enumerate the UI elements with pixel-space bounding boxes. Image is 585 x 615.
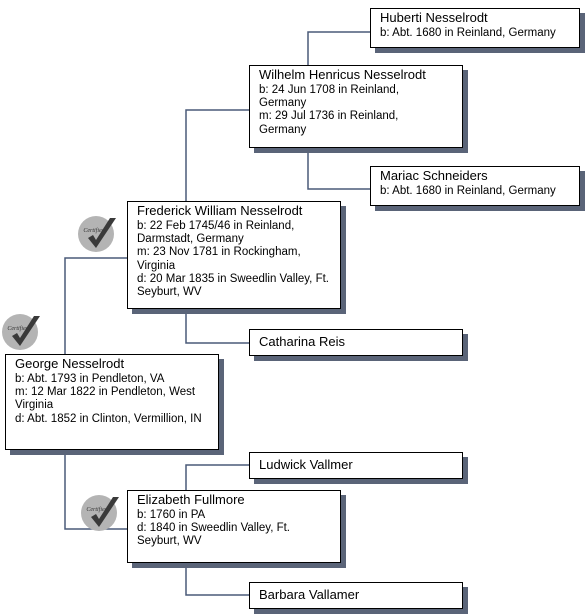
marriage-fact: m: 23 Nov 1781 in Rockingham, Virginia: [137, 246, 301, 272]
marriage-fact: m: 12 Mar 1822 in Pendleton, West Virgin…: [15, 386, 196, 412]
person-facts: b: Abt. 1793 in Pendleton, VA m: 12 Mar …: [15, 373, 220, 426]
connector-frederick-father: [185, 109, 249, 201]
certified-badge-icon: Certified: [81, 495, 119, 531]
connector-elizabeth-mother: [185, 568, 249, 596]
badge-label: Certified: [7, 325, 29, 332]
person-box-wilhelm[interactable]: Wilhelm Henricus Nesselrodt b: 24 Jun 17…: [249, 65, 463, 148]
person-facts: b: Abt. 1680 in Reinland, Germany: [380, 185, 585, 198]
badge-circle: [2, 314, 38, 350]
certified-badge-icon: Certified: [78, 216, 116, 252]
person-box-george[interactable]: George Nesselrodt b: Abt. 1793 in Pendle…: [5, 354, 219, 450]
person-box-catharina[interactable]: Catharina Reis: [249, 329, 463, 356]
check-mark: [12, 316, 40, 346]
connector-george-father: [64, 257, 127, 354]
person-name: Elizabeth Fullmore: [137, 492, 245, 507]
person-facts: b: 24 Jun 1708 in Reinland, Germany m: 2…: [259, 84, 434, 137]
certified-badge-icon: Certified: [2, 314, 40, 350]
person-box-elizabeth[interactable]: Elizabeth Fullmore b: 1760 in PA d: 1840…: [127, 490, 341, 563]
badge-label: Certified: [86, 506, 108, 513]
birth-fact: b: Abt. 1680 in Reinland, Germany: [380, 185, 556, 197]
person-name: Catharina Reis: [259, 334, 345, 349]
birth-fact: b: Abt. 1680 in Reinland, Germany: [380, 27, 556, 39]
badge-circle: [81, 495, 117, 531]
death-fact: d: Abt. 1852 in Clinton, Vermillion, IN: [15, 412, 202, 425]
person-name: George Nesselrodt: [15, 356, 125, 371]
connector-wilhelm-mother: [307, 148, 370, 190]
person-box-barbara[interactable]: Barbara Vallamer: [249, 582, 463, 609]
person-name: Ludwick Vallmer: [259, 457, 353, 472]
death-fact: d: 20 Mar 1835 in Sweedlin Valley, Ft. S…: [137, 272, 329, 299]
birth-fact: b: 22 Feb 1745/46 in Reinland, Darmstadt…: [137, 220, 295, 246]
check-mark: [88, 218, 116, 248]
person-name: Wilhelm Henricus Nesselrodt: [259, 67, 426, 82]
birth-fact: b: 24 Jun 1708 in Reinland, Germany: [259, 84, 400, 110]
person-name: Mariac Schneiders: [380, 168, 488, 183]
connector-wilhelm-father: [307, 31, 370, 65]
badge-circle: [78, 216, 114, 252]
birth-fact: b: 1760 in PA: [137, 509, 206, 521]
person-facts: b: 22 Feb 1745/46 in Reinland, Darmstadt…: [137, 220, 339, 299]
person-box-ludwick[interactable]: Ludwick Vallmer: [249, 452, 463, 479]
person-name: Frederick William Nesselrodt: [137, 203, 303, 218]
connector-elizabeth-father: [185, 464, 249, 490]
marriage-fact: m: 29 Jul 1736 in Reinland, Germany: [259, 110, 399, 136]
connector-frederick-mother: [185, 314, 249, 344]
person-facts: b: 1760 in PA d: 1840 in Sweedlin Valley…: [137, 509, 332, 549]
person-box-frederick[interactable]: Frederick William Nesselrodt b: 22 Feb 1…: [127, 201, 341, 309]
person-box-huberti[interactable]: Huberti Nesselrodt b: Abt. 1680 in Reinl…: [370, 8, 580, 48]
check-mark: [91, 497, 119, 527]
person-name: Huberti Nesselrodt: [380, 10, 488, 25]
person-name: Barbara Vallamer: [259, 587, 360, 602]
badge-label: Certified: [83, 227, 105, 234]
death-fact: d: 1840 in Sweedlin Valley, Ft. Seyburt,…: [137, 522, 290, 548]
person-box-mariac[interactable]: Mariac Schneiders b: Abt. 1680 in Reinla…: [370, 166, 580, 206]
birth-fact: b: Abt. 1793 in Pendleton, VA: [15, 373, 165, 385]
person-facts: b: Abt. 1680 in Reinland, Germany: [380, 27, 585, 40]
